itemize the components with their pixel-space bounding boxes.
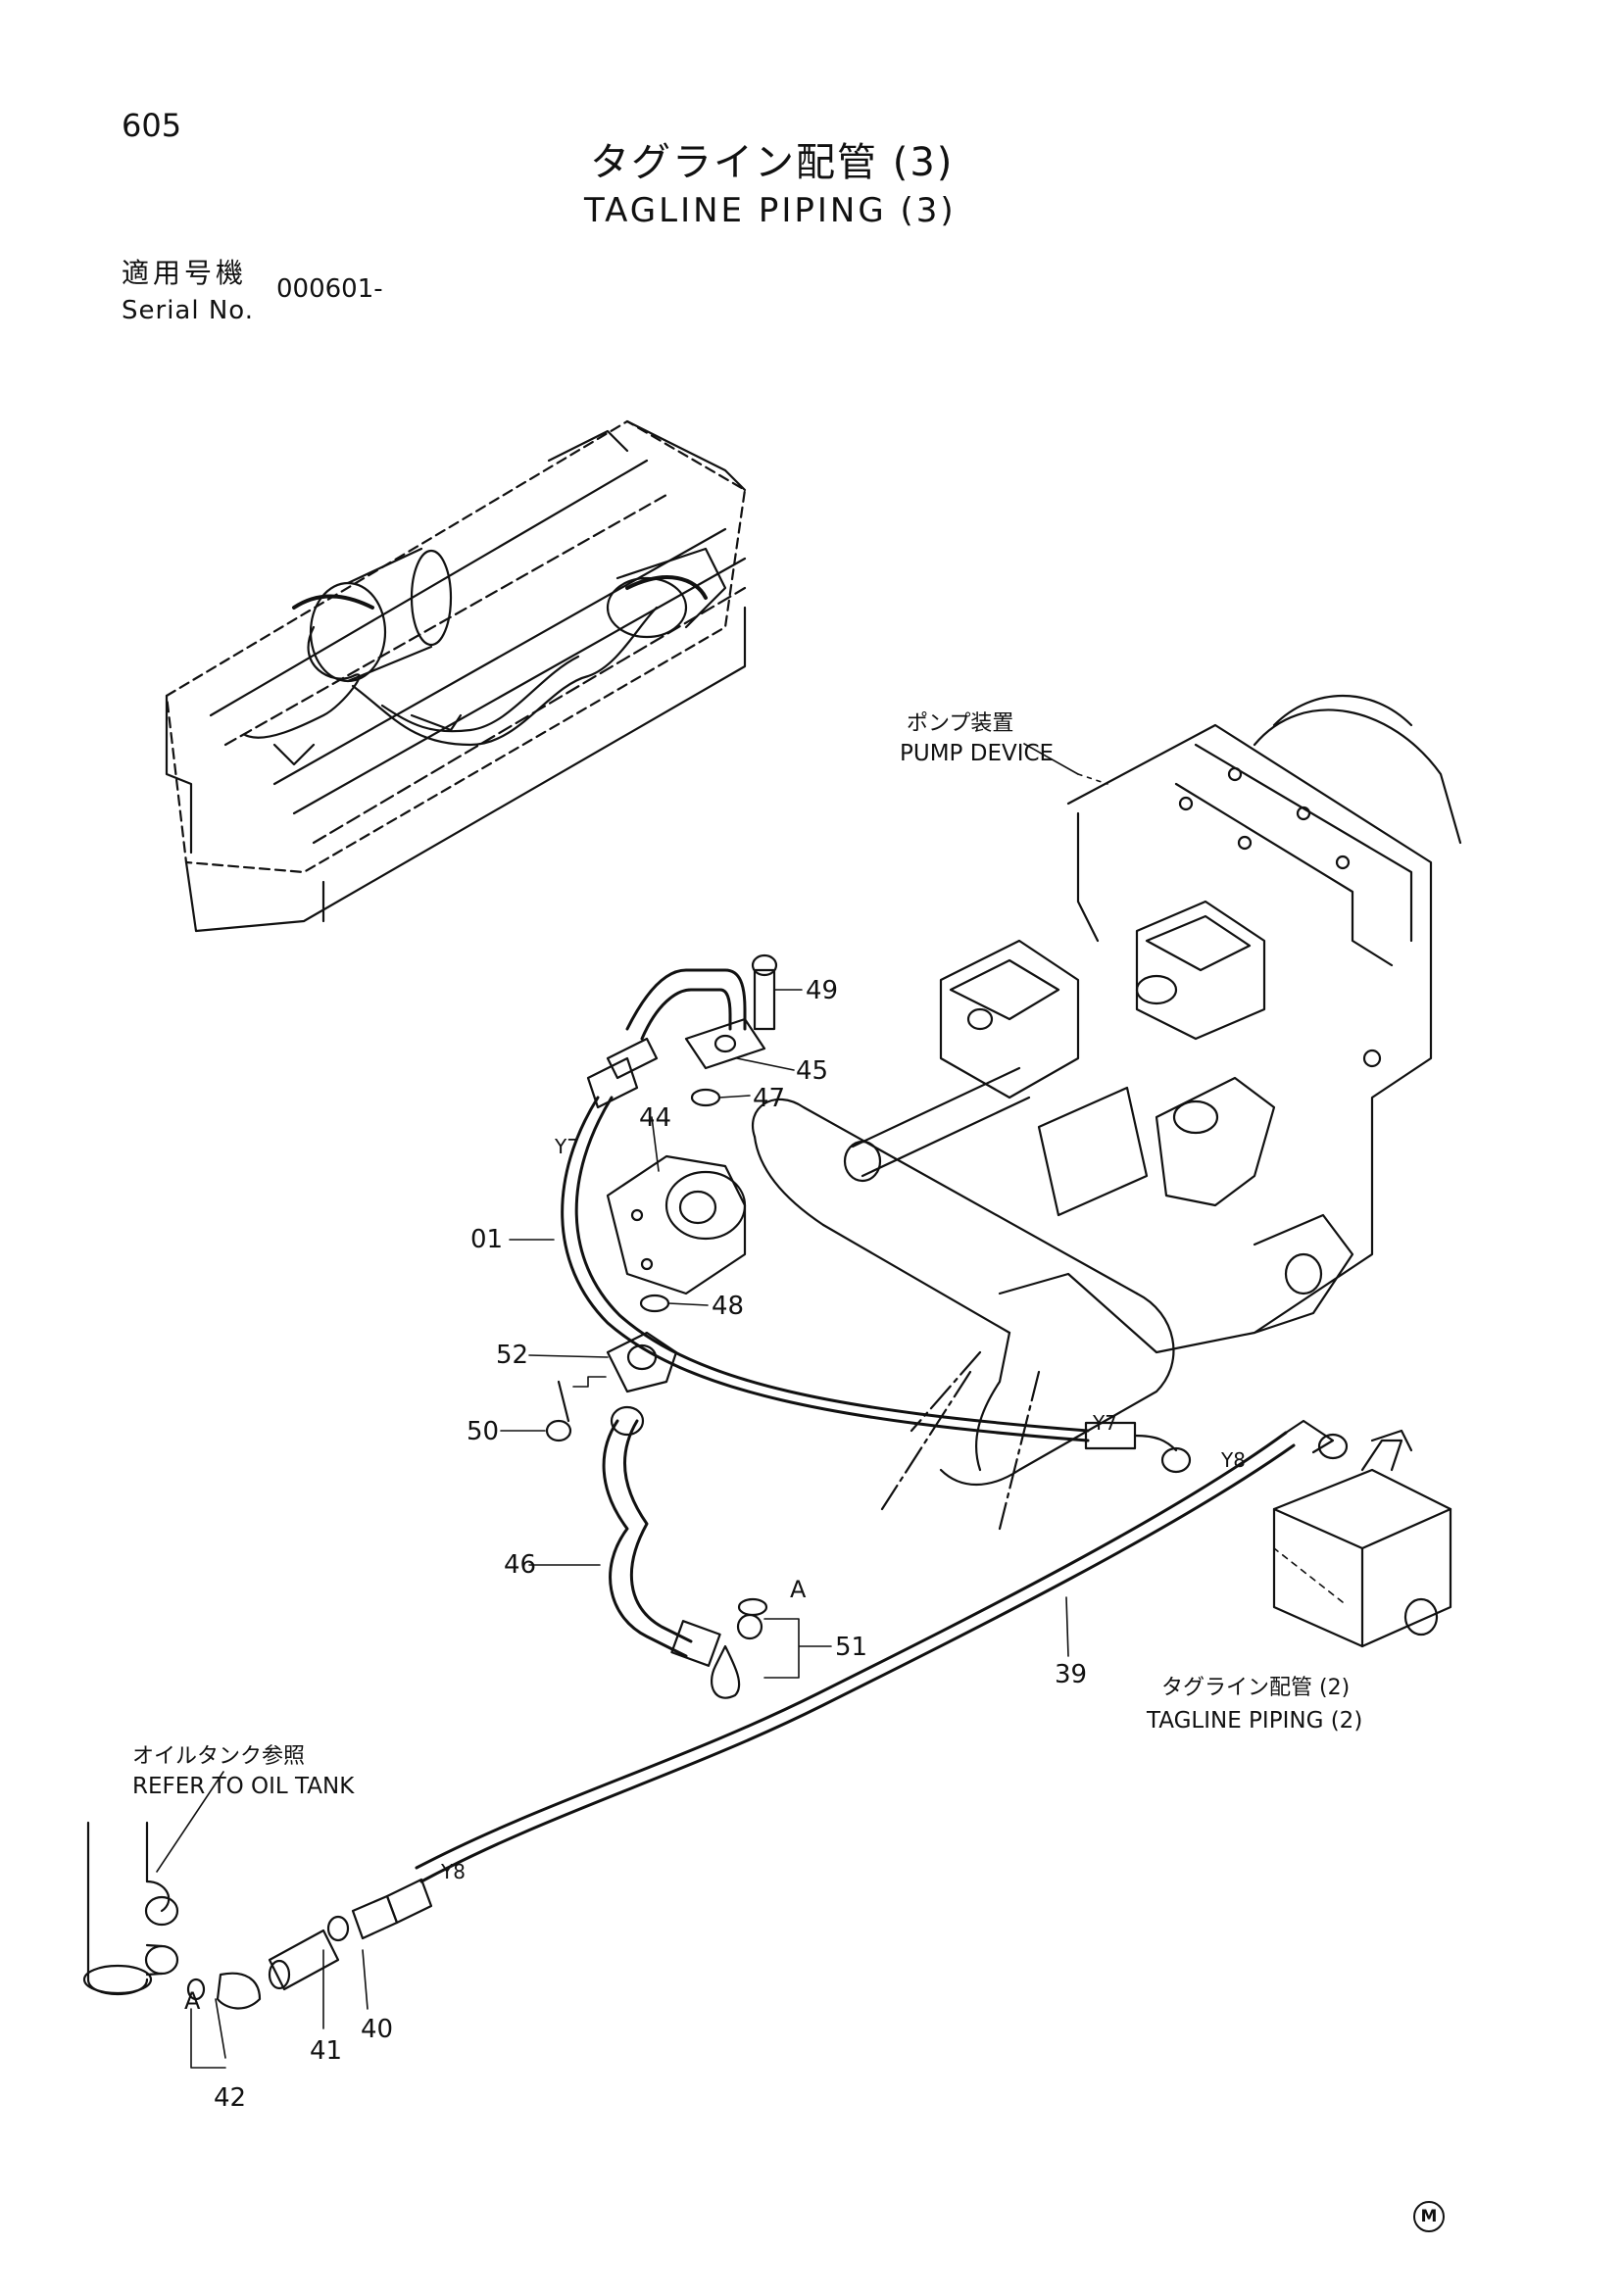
callout-45: 45 xyxy=(796,1056,829,1086)
tagline2-label-jp: タグライン配管 (2) xyxy=(1161,1676,1351,1700)
line-mark-y7-upper: Y7 xyxy=(555,1135,579,1158)
callout-49: 49 xyxy=(806,976,839,1005)
hose-39 xyxy=(419,1443,1296,1883)
page-title-en: TAGLINE PIPING (3) xyxy=(584,191,957,230)
callout-01: 01 xyxy=(470,1225,504,1254)
callout-42: 42 xyxy=(214,2083,247,2113)
oil-tank-label-jp: オイルタンク参照 xyxy=(132,1744,306,1769)
page-title-jp: タグライン配管 (3) xyxy=(590,140,955,185)
callout-51: 51 xyxy=(835,1633,868,1662)
serial-label-en: Serial No. xyxy=(122,296,254,325)
callout-46: 46 xyxy=(504,1550,537,1580)
connection-a-upper: A xyxy=(790,1576,807,1603)
m-mark: M xyxy=(1413,2201,1445,2232)
line-mark-y8-upper: Y8 xyxy=(1221,1448,1246,1472)
callout-52: 52 xyxy=(496,1341,529,1370)
lower-fittings xyxy=(186,1878,433,2010)
tagline2-label-en: TAGLINE PIPING (2) xyxy=(1147,1708,1363,1734)
pump-device-label-jp: ポンプ装置 xyxy=(907,711,1014,736)
line-mark-y7-lower: Y7 xyxy=(1093,1411,1117,1435)
callout-47: 47 xyxy=(753,1084,786,1113)
callout-48: 48 xyxy=(712,1292,745,1321)
pump-device xyxy=(752,694,1462,1531)
serial-label-jp: 適用号機 xyxy=(122,257,248,289)
page-number: 605 xyxy=(122,107,182,144)
tagline-valve xyxy=(1272,1429,1452,1648)
callout-39: 39 xyxy=(1055,1660,1088,1689)
connection-a-lower: A xyxy=(184,1987,201,2015)
callout-41: 41 xyxy=(310,2036,343,2066)
serial-value: 000601- xyxy=(276,274,383,304)
callout-44: 44 xyxy=(639,1103,672,1133)
oil-tank-label-en: REFER TO OIL TANK xyxy=(132,1774,355,1799)
hose-01 xyxy=(561,1096,1090,1442)
pump-device-label-en: PUMP DEVICE xyxy=(900,741,1055,766)
callout-40: 40 xyxy=(361,2015,394,2044)
callout-50: 50 xyxy=(467,1417,500,1446)
line-mark-y8-lower: Y8 xyxy=(441,1860,466,1883)
leader-lines xyxy=(156,743,1344,2069)
machine-overview xyxy=(165,419,747,933)
pipe-assembly xyxy=(545,953,778,1699)
oil-tank xyxy=(82,1821,179,1996)
